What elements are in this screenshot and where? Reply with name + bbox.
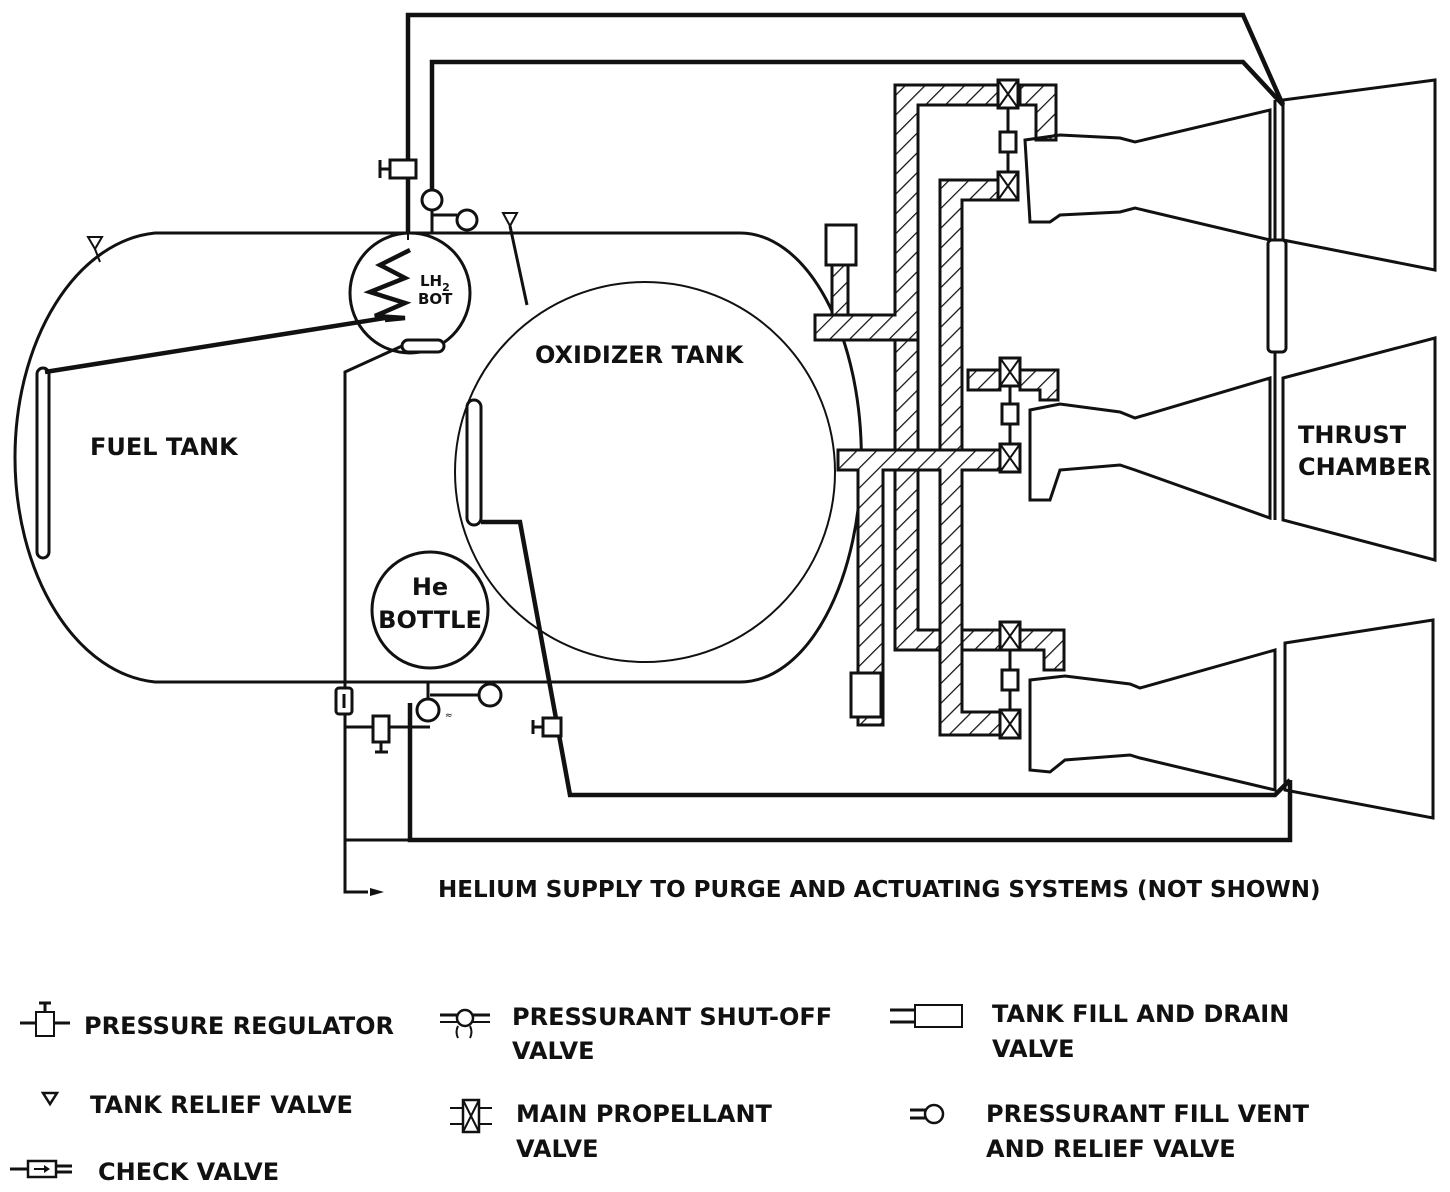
pressure-regulator-bottom bbox=[345, 714, 430, 754]
tank-fill-drain-valve-top bbox=[824, 223, 858, 267]
check-valve-icon bbox=[10, 1159, 72, 1179]
tank-relief-valve-fuel bbox=[86, 236, 104, 263]
fuel-feed-line-lower bbox=[893, 338, 942, 652]
main-propellant-valve-icon bbox=[450, 1098, 492, 1134]
tank-fill-drain-valve-bottom bbox=[849, 671, 883, 719]
oxidizer-tank-label: OXIDIZER TANK bbox=[535, 341, 745, 369]
legend-label-tank-fill-drain-1: TANK FILL AND DRAIN bbox=[992, 1000, 1289, 1028]
main-propellant-valves bbox=[996, 78, 1022, 740]
thrust-chamber-bottom bbox=[1028, 618, 1435, 820]
legend-label-main-propellant-1: MAIN PROPELLANT bbox=[516, 1100, 773, 1128]
lh2-pressurant-line bbox=[405, 12, 1286, 233]
thrust-label: THRUST bbox=[1298, 421, 1407, 449]
legend-label-main-propellant-2: VALVE bbox=[516, 1135, 598, 1163]
pressure-regulator-oxidizer bbox=[531, 716, 563, 738]
thrust-chamber-middle bbox=[1028, 336, 1437, 562]
check-valve bbox=[334, 686, 354, 716]
tank-relief-valve-oxidizer bbox=[501, 212, 529, 306]
chamber-label: CHAMBER bbox=[1298, 453, 1431, 481]
he-bottom-line bbox=[407, 703, 1293, 843]
lh2-heat-line bbox=[44, 315, 386, 375]
tank-relief-valve-icon bbox=[40, 1091, 60, 1107]
legend-label-tank-relief-valve: TANK RELIEF VALVE bbox=[90, 1091, 353, 1119]
helium-supply-line bbox=[343, 840, 368, 894]
pressurant-shutoff-valve-icon bbox=[440, 1008, 490, 1039]
fuel-tank-outlet-tube bbox=[35, 366, 51, 560]
he-label: He bbox=[412, 573, 448, 601]
pressurant-shutoff-valve-top bbox=[420, 188, 479, 233]
legend-label-pressurant-shutoff-2: VALVE bbox=[512, 1037, 594, 1065]
legend-label-pressurant-shutoff-1: PRESSURANT SHUT-OFF bbox=[512, 1003, 832, 1031]
lh2-outlet bbox=[400, 338, 446, 354]
lh2-bot-label: BOT bbox=[418, 290, 453, 308]
pressure-regulator-icon bbox=[20, 1001, 70, 1037]
tank-fill-drain-valve-icon bbox=[890, 1004, 963, 1028]
pressurant-fill-vent-relief-valve-icon bbox=[910, 1103, 945, 1125]
fuel-tank-label: FUEL TANK bbox=[90, 433, 239, 461]
svg-text:≈: ≈ bbox=[445, 711, 453, 721]
legend: PRESSURE REGULATOR TANK RELIEF VALVE CHE… bbox=[10, 1000, 1310, 1186]
helium-supply-arrow bbox=[370, 888, 384, 896]
throat-support-tube bbox=[1266, 238, 1288, 354]
he-bottle bbox=[370, 550, 490, 670]
bottle-label: BOTTLE bbox=[378, 606, 482, 634]
helium-supply-label: HELIUM SUPPLY TO PURGE AND ACTUATING SYS… bbox=[438, 877, 1321, 903]
legend-label-pressurant-fill-vent-1: PRESSURANT FILL VENT bbox=[986, 1100, 1310, 1128]
pressurant-line-2 bbox=[429, 59, 1285, 190]
legend-label-check-valve: CHECK VALVE bbox=[98, 1158, 279, 1186]
oxidizer-tank bbox=[454, 281, 836, 663]
thrust-chamber-top bbox=[1023, 78, 1437, 272]
legend-label-pressurant-fill-vent-2: AND RELIEF VALVE bbox=[986, 1135, 1236, 1163]
lh2-to-he-line bbox=[343, 344, 408, 842]
pressurant-shutoff-valve-bottom: ≈ bbox=[415, 682, 503, 723]
oxidizer-pressurant-line bbox=[481, 519, 1292, 798]
oxidizer-feed-line bbox=[836, 448, 1002, 737]
oxidizer-tank-outlet-tube bbox=[465, 398, 483, 527]
legend-label-tank-fill-drain-2: VALVE bbox=[992, 1035, 1074, 1063]
lh2-label: LH2 bbox=[420, 272, 450, 294]
legend-label-pressure-regulator: PRESSURE REGULATOR bbox=[84, 1012, 394, 1040]
pressure-regulator-top bbox=[378, 158, 418, 180]
